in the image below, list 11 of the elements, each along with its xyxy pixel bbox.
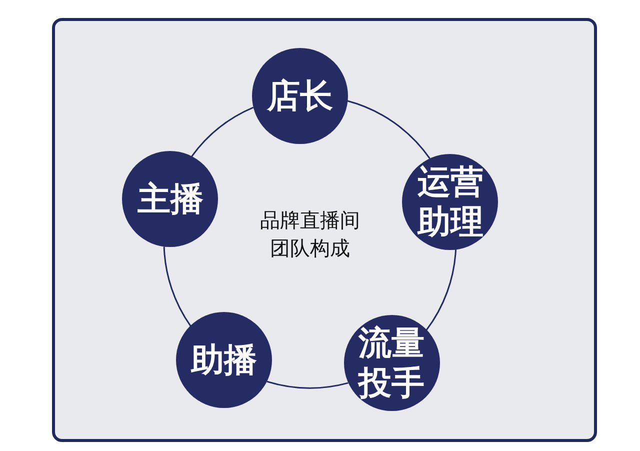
connector-arc	[191, 106, 254, 157]
connector-arc	[347, 100, 430, 160]
role-label: 助播	[191, 340, 258, 380]
role-label: 店长	[266, 76, 333, 116]
role-label: 主播	[137, 179, 204, 220]
role-label: 运营助理	[416, 162, 484, 242]
connector-arc	[426, 249, 457, 331]
connector-arc	[163, 246, 192, 326]
role-label: 流量投手	[356, 323, 426, 404]
center-title: 品牌直播间团队构成	[259, 207, 361, 262]
connector-arc	[266, 380, 348, 389]
